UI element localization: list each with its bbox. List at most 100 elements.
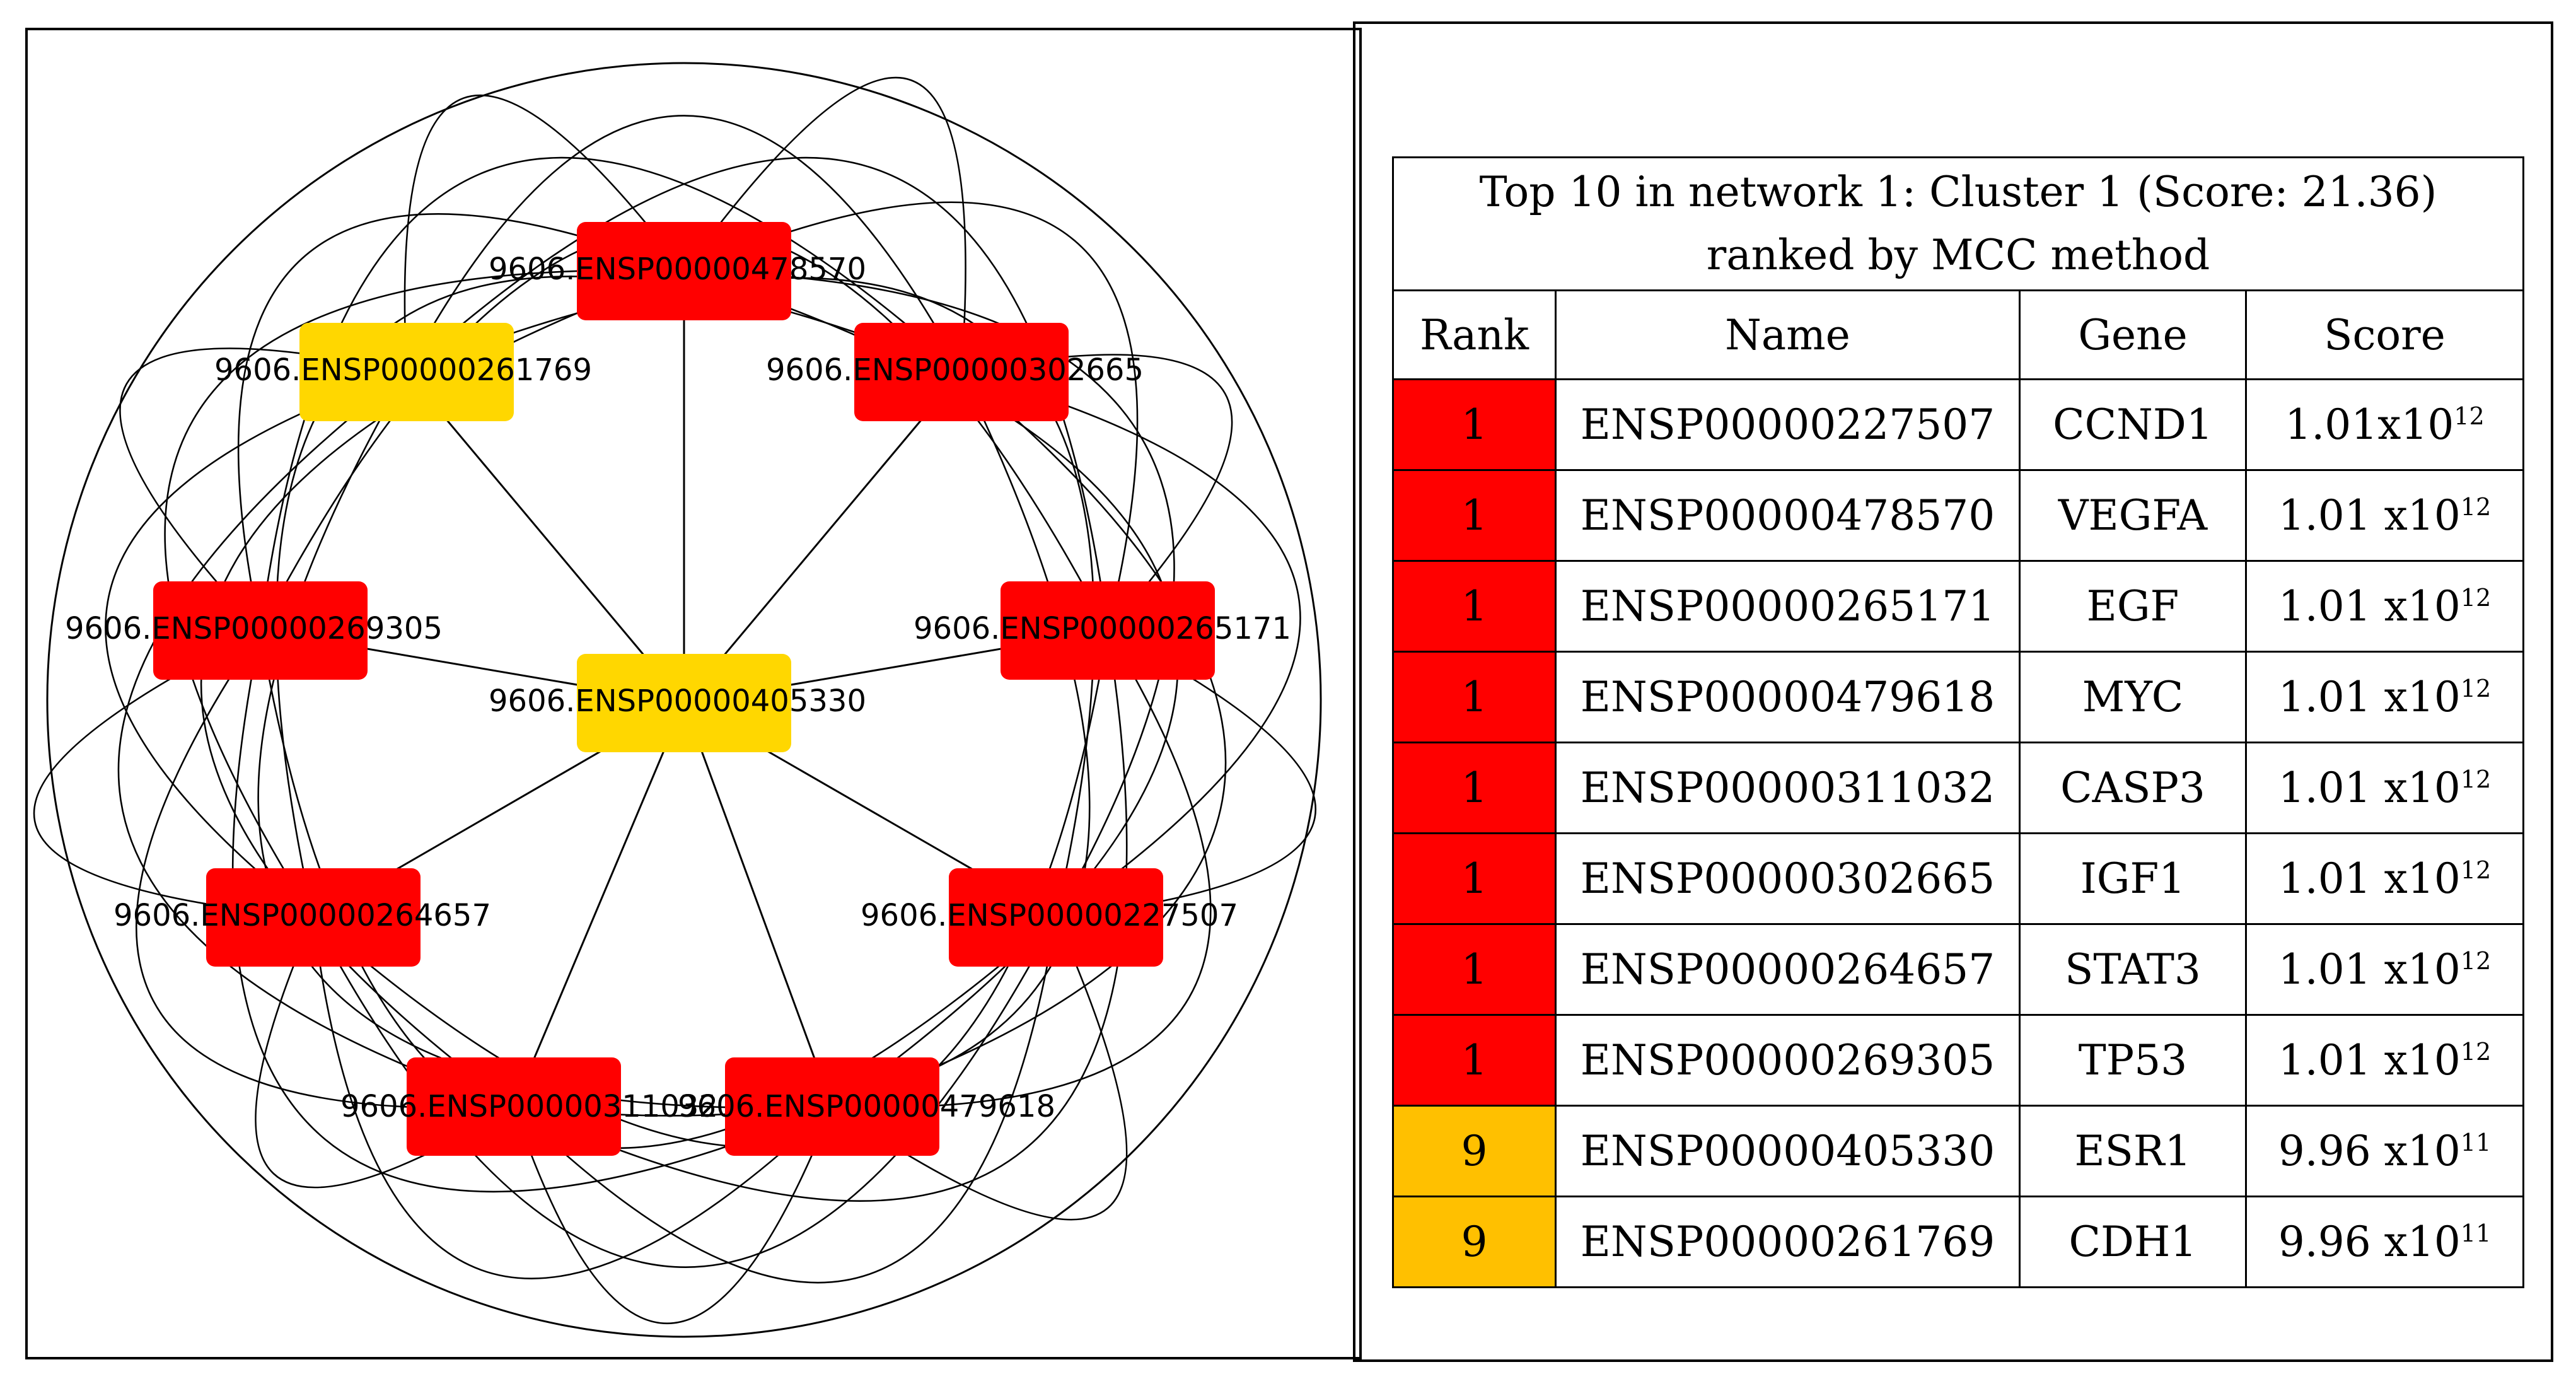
node-label-prefix: 9606.	[340, 1089, 427, 1124]
node-label: 9606.ENSP00000478570	[489, 252, 866, 287]
score-cell: 9.96 x1011	[2245, 1196, 2524, 1288]
node-label-prefix: 9606.	[678, 1089, 764, 1124]
score-exponent: 12	[2460, 584, 2492, 612]
gene-cell: CASP3	[2019, 742, 2247, 834]
node-label-prefix: 9606.	[489, 252, 575, 287]
score-cell: 1.01x1012	[2245, 378, 2524, 471]
cluster-ranking-table: Top 10 in network 1: Cluster 1 (Score: 2…	[1392, 156, 2524, 1288]
node-label-accession: ENSP00000302665	[852, 352, 1144, 388]
network-node: 9606.ENSP00000478570	[489, 222, 866, 320]
node-box	[725, 1057, 939, 1156]
edge-curve	[961, 371, 1301, 919]
score-exponent: 12	[2454, 402, 2485, 430]
name-cell: ENSP00000227507	[1555, 378, 2021, 471]
name-cell: ENSP00000264657	[1555, 923, 2021, 1016]
node-label-accession: ENSP00000227507	[947, 898, 1238, 933]
edge-curve	[33, 629, 314, 919]
node-box	[206, 868, 421, 967]
score-exponent: 12	[2460, 947, 2492, 975]
name-cell: ENSP00000265171	[1555, 560, 2021, 653]
edge-curve	[164, 269, 685, 918]
node-box	[949, 868, 1163, 967]
edge-curve	[1055, 629, 1316, 919]
edge-spoke	[405, 371, 685, 704]
edge-curve	[231, 630, 833, 1193]
score-base: 1.01 x10	[2278, 491, 2461, 540]
node-label-prefix: 9606.	[214, 352, 301, 388]
node-label: 9606.ENSP00000479618	[678, 1089, 1055, 1124]
score-exponent: 12	[2460, 765, 2492, 793]
node-label-accession: ENSP00000405330	[575, 684, 866, 719]
name-cell: ENSP00000311032	[1555, 742, 2021, 834]
gene-cell: EGF	[2019, 560, 2247, 653]
node-box	[577, 654, 791, 752]
score-cell: 1.01 x1012	[2245, 469, 2524, 562]
node-label-prefix: 9606.	[914, 611, 1000, 646]
name-cell: ENSP00000478570	[1555, 469, 2021, 562]
node-label-prefix: 9606.	[766, 352, 852, 388]
node-label-prefix: 9606.	[861, 898, 947, 933]
edge-curve	[117, 371, 514, 1108]
edge-curve	[513, 630, 1128, 1202]
node-box	[577, 222, 791, 320]
rank-cell: 1	[1392, 923, 1557, 1016]
node-label: 9606.ENSP00000311032	[340, 1089, 718, 1124]
edge-curve	[513, 1106, 833, 1325]
score-base: 1.01 x10	[2278, 673, 2461, 721]
node-label-accession: ENSP00000264657	[200, 898, 491, 933]
node-box	[153, 581, 368, 680]
score-base: 1.01 x10	[2278, 764, 2461, 812]
gene-cell: VEGFA	[2019, 469, 2247, 562]
node-label-accession: ENSP00000311032	[427, 1089, 718, 1124]
edge-spoke	[683, 702, 833, 1107]
edge-curve	[683, 201, 1139, 631]
table-title: Top 10 in network 1: Cluster 1 (Score: 2…	[1392, 156, 2524, 291]
network-node: 9606.ENSP00000479618	[678, 1057, 1055, 1156]
score-header: Score	[2245, 289, 2524, 380]
network-panel	[25, 28, 1362, 1359]
edge-curve	[119, 347, 407, 631]
node-label-accession: ENSP00000261769	[301, 352, 592, 388]
table-title-line1: Top 10 in network 1: Cluster 1 (Score: 2…	[1479, 168, 2437, 216]
node-label-prefix: 9606.	[65, 611, 151, 646]
score-exponent: 11	[2460, 1129, 2492, 1156]
gene-cell: CCND1	[2019, 378, 2247, 471]
network-node: 9606.ENSP00000311032	[340, 1057, 718, 1156]
node-label-accession: ENSP00000479618	[764, 1089, 1055, 1124]
name-cell: ENSP00000269305	[1555, 1014, 2021, 1107]
table-header-row: Rank Name Gene Score	[1392, 289, 2524, 380]
table-title-row: Top 10 in network 1: Cluster 1 (Score: 2…	[1392, 156, 2524, 291]
network-node: 9606.ENSP00000265171	[914, 581, 1291, 680]
edge-curve	[136, 630, 514, 1109]
edge-curve	[683, 76, 966, 373]
name-header: Name	[1555, 289, 2021, 380]
score-base: 9.96 x10	[2278, 1218, 2461, 1266]
score-cell: 1.01 x1012	[2245, 560, 2524, 653]
network-node: 9606.ENSP00000227507	[861, 868, 1238, 967]
node-box	[1001, 581, 1215, 680]
node-label-prefix: 9606.	[489, 684, 575, 719]
edge-curve	[832, 917, 1128, 1221]
edge-spoke	[683, 371, 963, 704]
score-base: 1.01 x10	[2278, 945, 2461, 994]
node-box	[299, 323, 514, 421]
node-box	[407, 1057, 621, 1156]
node-label: 9606.ENSP00000302665	[766, 352, 1144, 388]
edge-curve	[237, 213, 685, 631]
score-cell: 1.01 x1012	[2245, 1014, 2524, 1107]
score-base: 1.01 x10	[2278, 854, 2461, 903]
score-base: 1.01x10	[2285, 400, 2454, 449]
rank-cell: 1	[1392, 742, 1557, 834]
node-label-prefix: 9606.	[113, 898, 200, 933]
edge-curve	[832, 371, 1227, 1108]
edge-curve	[683, 270, 1175, 918]
edge-curve	[403, 95, 685, 373]
edge-curve	[405, 115, 963, 373]
table-title-line2: ranked by MCC method	[1706, 231, 2210, 279]
